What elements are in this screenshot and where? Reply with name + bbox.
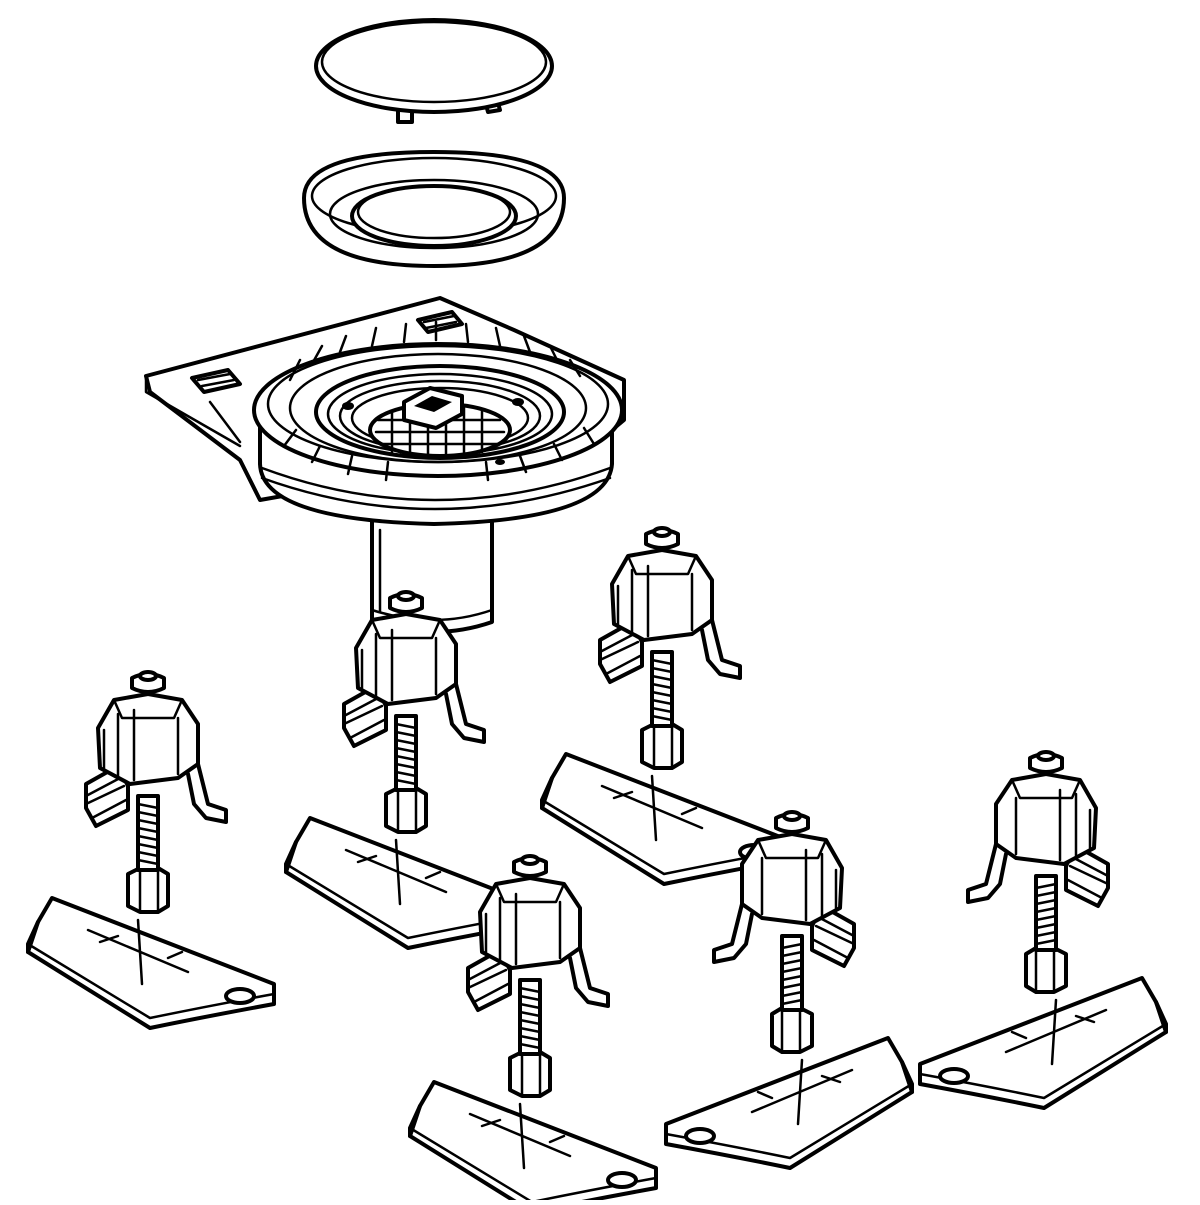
- leveling-foot: [918, 750, 1168, 1110]
- sealing-ring: [302, 150, 566, 268]
- drain-body: [144, 296, 626, 634]
- leveling-foot: [540, 526, 790, 886]
- leveling-foot: [26, 670, 276, 1030]
- cover-cap: [314, 18, 554, 124]
